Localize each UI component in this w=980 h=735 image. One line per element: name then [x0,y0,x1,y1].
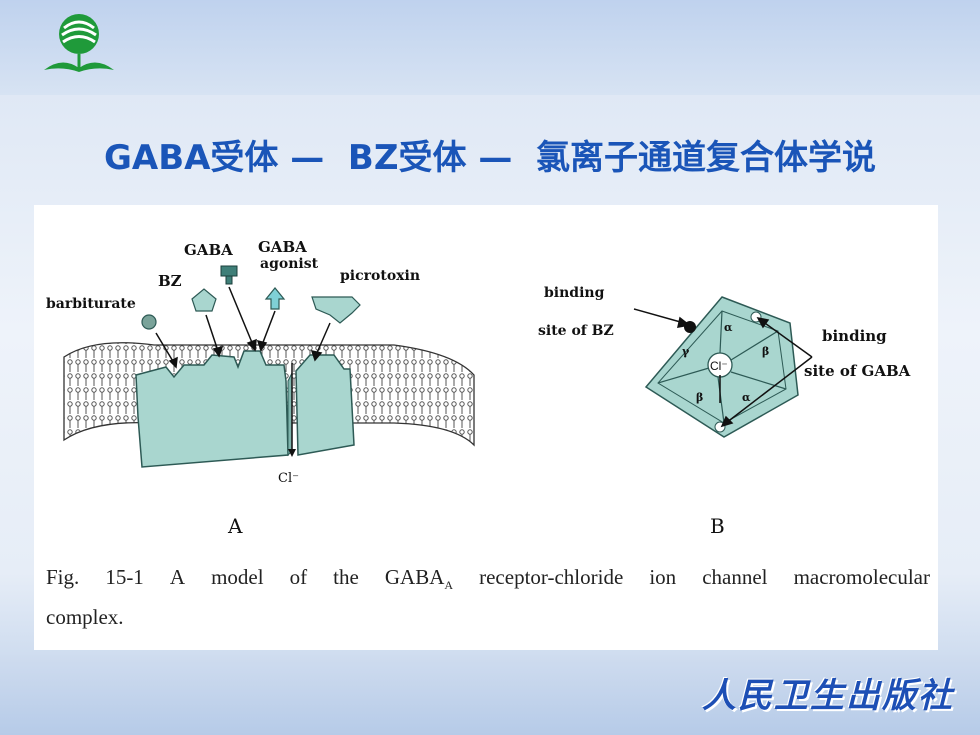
caption-word: ion [649,565,677,589]
barbiturate-ligand-icon [141,314,157,330]
publisher-name: 人民卫生出版社 [702,676,954,716]
caption-word: macromolecular [793,565,930,589]
caption-word: receptor-chloride [479,565,624,589]
receptor-left-subunit [135,350,293,468]
subunit-alpha-2: α [742,391,751,404]
footer-band [0,655,980,735]
barbiturate-label: barbiturate [46,296,136,312]
caption-word: the [333,565,359,589]
caption-word: channel [702,565,768,589]
receptor-right-subunit [295,354,355,456]
gaba-label: GABA [184,241,233,259]
caption-gaba-a: GABAA [384,565,454,593]
figure-panel: GABA GABA agonist BZ picrotoxin barbitur… [34,205,938,650]
bz-label: BZ [158,272,182,290]
publisher-logo-icon [44,14,114,72]
subunit-alpha-1: α [724,321,733,334]
binding-site-arrows [633,308,813,428]
header-band [0,0,980,95]
gaba-binding-label-line1: binding [822,327,887,345]
cl-ion-label-a: Cl⁻ [278,471,299,486]
subunit-beta-1: β [762,345,769,358]
subunit-gamma: γ [682,345,690,358]
slide-title: GABA受体 — BZ受体 — 氯离子通道复合体学说 [103,138,877,178]
gaba-agonist-ligand-icon [264,287,286,310]
ligand-arrows [155,286,331,369]
picrotoxin-label: picrotoxin [340,268,420,284]
caption-word: of [289,565,308,589]
caption-number: 15-1 [105,565,144,589]
subunit-beta-2: β [696,391,703,404]
caption-word: A [169,565,186,589]
receptor-diagram: GABA GABA agonist BZ picrotoxin barbitur… [46,238,911,538]
panel-a-letter: A [227,514,243,538]
caption-word: model [211,565,264,589]
gaba-ligand-icon [220,265,238,277]
gaba-binding-label-line2: site of GABA [804,362,911,380]
caption-fig: Fig. [46,565,80,589]
bz-binding-label-line2: site of BZ [538,323,614,339]
picrotoxin-ligand-icon [311,296,361,324]
panel-b-letter: B [710,514,725,538]
caption-line-2: complex. [46,605,124,630]
cl-ion-label-b: Cl⁻ [710,359,728,373]
receptor-pentagon [644,296,799,438]
bz-ligand-icon [191,288,217,312]
bz-binding-label-line1: binding [544,285,605,301]
gaba-agonist-label-line2: agonist [260,256,319,272]
gaba-agonist-label-line1: GABA [258,238,307,256]
cl-flow-arrow-icon [288,449,296,457]
figure-caption: Fig. 15-1 A model of the GABAA receptor-… [46,561,930,633]
caption-line-1: Fig. 15-1 A model of the GABAA receptor-… [46,561,930,601]
